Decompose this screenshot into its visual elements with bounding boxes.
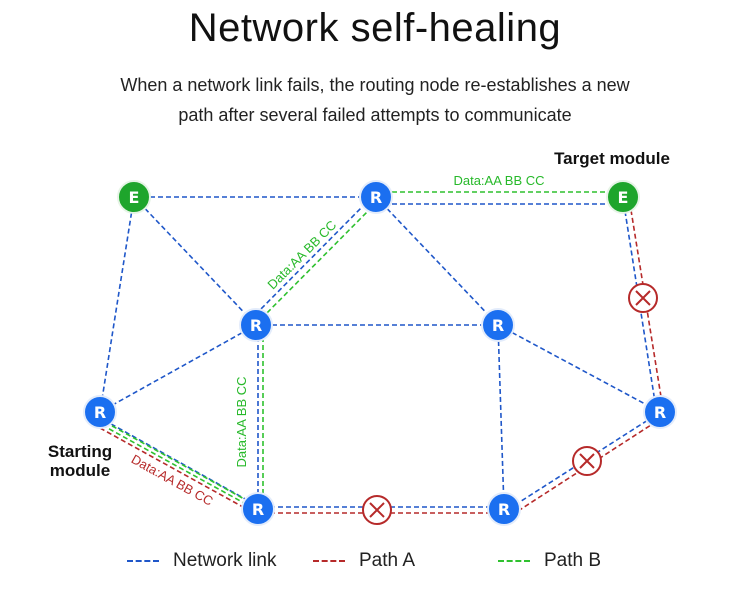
router-node-mid-right: R: [481, 308, 515, 342]
starting-module-label-line2: module: [50, 461, 110, 480]
subtitle-line-1: When a network link fails, the routing n…: [120, 75, 630, 95]
path-b-rleft-rbotleft: [101, 424, 245, 504]
link-e1-rmid: [133, 196, 257, 326]
page-title: Network self-healing: [188, 6, 562, 50]
router-node-top: R: [359, 180, 393, 214]
target-module-label: Target module: [554, 149, 670, 168]
failure-marker-icon: [572, 446, 602, 476]
legend: Network link Path A Path B: [0, 550, 750, 580]
router-node-bottom-right: R: [487, 492, 521, 526]
data-label-top: Data:AA BB CC: [453, 173, 544, 188]
link-rbotright-rright: [514, 419, 649, 506]
path-b-rleft-rbotleft-2: [104, 421, 247, 501]
path-a-rleft-rbotleft: [99, 427, 244, 508]
router-node-letter: R: [654, 403, 666, 422]
path-b: [101, 191, 612, 504]
path-a-rbotright-rright: [517, 424, 652, 512]
router-node-bottom-left: R: [241, 492, 275, 526]
router-node-letter: R: [252, 500, 264, 519]
router-node-letter: R: [492, 316, 504, 335]
router-node-left: R: [83, 395, 117, 429]
subtitle: When a network link fails, the routing n…: [0, 70, 750, 130]
starting-module-label-line1: Starting: [48, 442, 112, 461]
subtitle-line-2: path after several failed attempts to co…: [178, 105, 572, 125]
network-links: [99, 196, 661, 509]
legend-path-a-swatch: [313, 560, 345, 562]
nodes: E E R R R R R R: [83, 180, 677, 526]
router-node-letter: R: [498, 500, 510, 519]
link-rmidright-rright: [497, 324, 661, 413]
legend-path-b-label: Path B: [544, 550, 602, 571]
data-label-diagonal: Data:AA BB CC: [264, 217, 339, 292]
link-rmidright-rbotright: [497, 324, 505, 509]
data-label-vertical: Data:AA BB CC: [234, 376, 249, 467]
link-rtop-rmidright: [375, 196, 499, 326]
legend-network-link-swatch: [127, 560, 159, 562]
legend-path-a: Path A: [313, 550, 415, 572]
end-node-letter: E: [618, 188, 629, 207]
failure-marker-icon: [628, 283, 658, 313]
legend-path-b: Path B: [498, 550, 601, 572]
end-node-target: E: [606, 180, 640, 214]
router-node-right: R: [643, 395, 677, 429]
link-rtop-rmid-lane: [249, 202, 367, 321]
router-node-letter: R: [250, 316, 262, 335]
legend-network-link: Network link: [127, 550, 276, 572]
end-node-letter: E: [129, 188, 140, 207]
legend-network-link-label: Network link: [173, 550, 277, 571]
router-node-letter: R: [370, 188, 382, 207]
link-rmid-rleft: [99, 324, 257, 413]
end-node-start-top: E: [117, 180, 151, 214]
router-node-letter: R: [94, 403, 106, 422]
link-rleft-rbotleft: [103, 419, 248, 501]
path-b-rtop-rmid: [253, 206, 373, 327]
link-e1-rleft: [99, 196, 135, 413]
failure-markers: [362, 283, 658, 525]
legend-path-b-swatch: [498, 560, 530, 562]
legend-path-a-label: Path A: [359, 550, 415, 571]
failure-marker-icon: [362, 495, 392, 525]
router-node-mid-left: R: [239, 308, 273, 342]
